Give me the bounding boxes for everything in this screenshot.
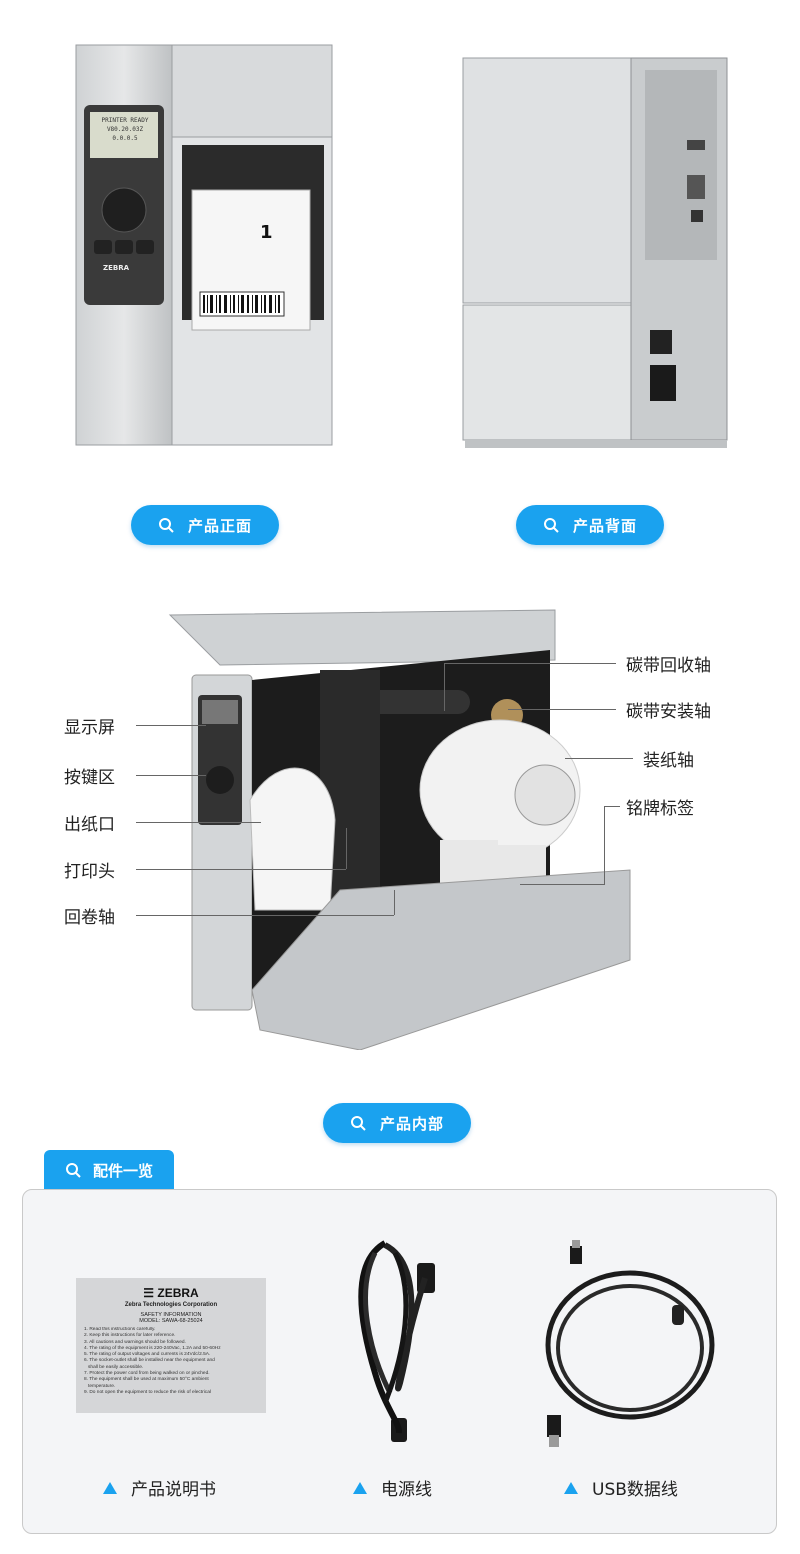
manual-corp: Zebra Technologies Corporation xyxy=(124,1302,218,1308)
manual-line: 4. The rating of the equipment is 220-24… xyxy=(84,1345,221,1351)
callout-ribbon-takeup: 碳带回收轴 xyxy=(626,656,711,676)
search-icon xyxy=(543,517,559,533)
triangle-icon xyxy=(564,1481,578,1494)
inside-section-label[interactable]: 产品内部 xyxy=(323,1103,471,1143)
callout-line xyxy=(565,758,633,759)
callout-line xyxy=(136,725,206,726)
manual-line: 5. The rating of output voltages and cur… xyxy=(84,1352,211,1358)
manual-line: 6. The socket-outlet shall be installed … xyxy=(84,1358,215,1364)
manual-title-2: MODEL: SAWA-68-25024 xyxy=(139,1318,203,1324)
front-section-text: 产品正面 xyxy=(187,516,252,535)
manual-brand: ☰ ZEBRA xyxy=(143,1286,199,1300)
screen-line-2: V80.20.03Z xyxy=(106,126,144,133)
manual-card: ☰ ZEBRA Zebra Technologies Corporation S… xyxy=(76,1278,266,1413)
power-cord-image xyxy=(345,1233,450,1448)
callout-media-spindle: 装纸轴 xyxy=(643,751,694,771)
triangle-icon xyxy=(353,1481,367,1494)
product-inside-image xyxy=(160,590,640,1051)
manual-line: 8. The equipment shall be used at maximu… xyxy=(84,1377,209,1383)
manual-line: 9. Do not open the equipment to reduce t… xyxy=(84,1389,211,1395)
product-front-image: 1 xyxy=(70,40,340,450)
callout-ribbon-supply: 碳带安装轴 xyxy=(626,702,711,722)
screen-line-1: PRINTER READY xyxy=(101,117,149,124)
callout-line xyxy=(444,663,616,664)
callout-line xyxy=(136,775,206,776)
manual-line: shall be easily accessible. xyxy=(84,1364,144,1370)
manual-line: temperature. xyxy=(84,1383,116,1389)
callout-line xyxy=(520,884,605,885)
zebra-logo-icon: ☰ xyxy=(143,1286,155,1300)
front-brand-text: ZEBRA xyxy=(103,264,130,272)
callout-line xyxy=(444,663,445,711)
manual-line: 7. Protect the power cord from being wal… xyxy=(84,1371,210,1377)
usb-cable-image xyxy=(540,1240,725,1450)
callout-line xyxy=(394,890,395,915)
manual-line: 3. All cautions and warnings should be f… xyxy=(84,1339,186,1345)
callout-line xyxy=(604,806,605,884)
search-icon xyxy=(350,1115,366,1131)
callout-line xyxy=(346,828,347,869)
callout-paper-exit: 出纸口 xyxy=(64,815,115,835)
inside-section-text: 产品内部 xyxy=(379,1114,444,1133)
manual-lines: 1. Read this instructions carefully.2. K… xyxy=(84,1327,258,1397)
accessories-tab[interactable]: 配件一览 xyxy=(44,1150,174,1190)
callout-line xyxy=(604,806,620,807)
search-icon xyxy=(158,517,174,533)
svg-text:1: 1 xyxy=(260,222,273,243)
callout-keypad: 按键区 xyxy=(64,768,115,788)
triangle-icon xyxy=(103,1481,117,1494)
callout-rewind-spindle: 回卷轴 xyxy=(64,908,115,928)
accessory-usb-label: USB数据线 xyxy=(564,1475,678,1500)
callout-line xyxy=(136,869,346,870)
callout-nameplate: 铭牌标签 xyxy=(626,799,694,819)
callout-printhead: 打印头 xyxy=(64,862,115,882)
callout-line xyxy=(136,915,394,916)
callout-line xyxy=(508,709,616,710)
front-section-label[interactable]: 产品正面 xyxy=(131,505,279,545)
product-back-image xyxy=(455,55,735,455)
manual-line: 1. Read this instructions carefully. xyxy=(84,1327,156,1332)
manual-title-1: SAFETY INFORMATION xyxy=(140,1312,202,1318)
front-screen-text: PRINTER READY V80.20.03Z 0.0.0.5 xyxy=(93,116,157,143)
screen-line-3: 0.0.0.5 xyxy=(112,135,138,142)
back-section-text: 产品背面 xyxy=(572,516,637,535)
accessory-power-cord-label: 电源线 xyxy=(353,1475,432,1500)
accessories-tab-text: 配件一览 xyxy=(92,1161,153,1180)
callout-line xyxy=(136,822,261,823)
search-icon xyxy=(65,1162,81,1178)
manual-line: 2. Keep this instructions for later refe… xyxy=(84,1333,176,1339)
callout-display: 显示屏 xyxy=(64,718,115,738)
accessory-manual-label: 产品说明书 xyxy=(103,1475,216,1500)
back-section-label[interactable]: 产品背面 xyxy=(516,505,664,545)
